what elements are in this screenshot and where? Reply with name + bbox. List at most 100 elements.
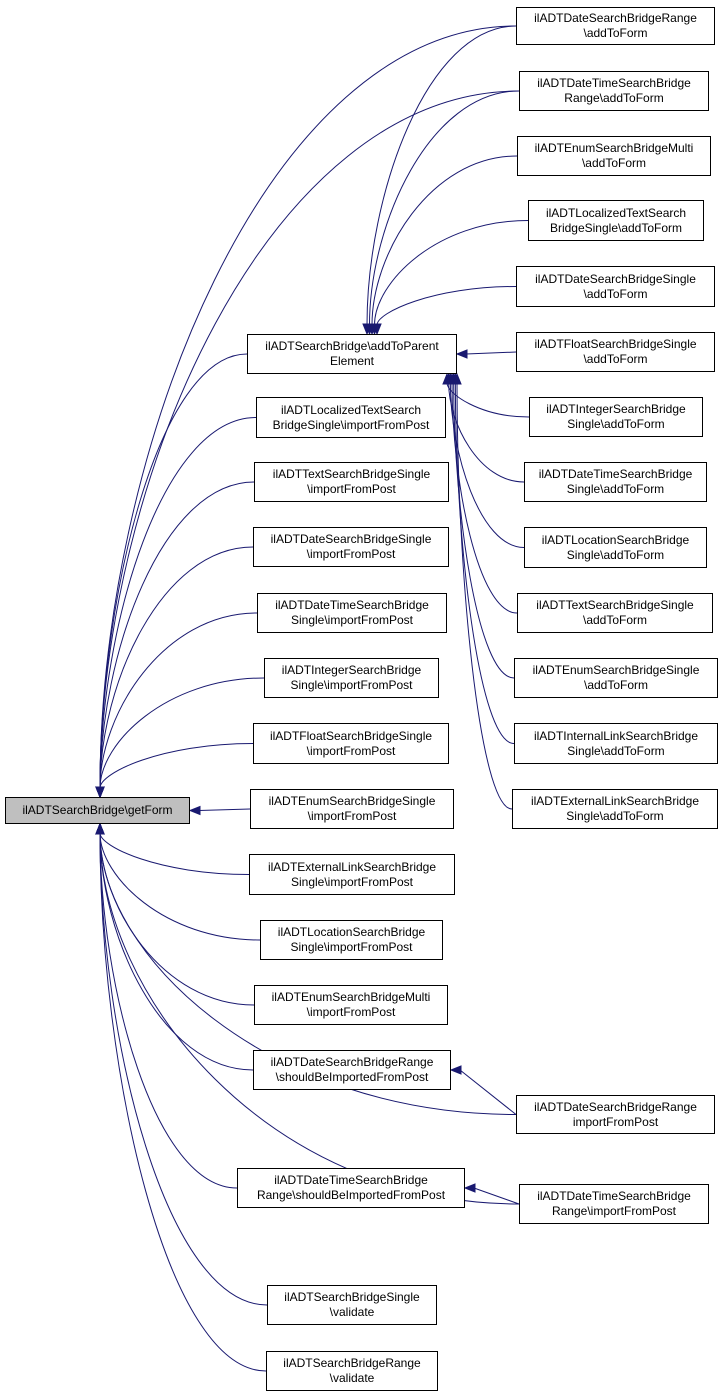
node-label: ilADTDateSearchBridgeRange importFromPos… xyxy=(534,1099,697,1129)
node-label: ilADTIntegerSearchBridge Single\addToFor… xyxy=(546,402,686,431)
node-date-single-addtoform[interactable]: ilADTDateSearchBridgeSingle \addToForm xyxy=(516,266,715,307)
edge-m_locText_import-to-getForm xyxy=(99,417,257,789)
edge-r_locationSingle_add-to-addToParentElement xyxy=(449,382,525,548)
edge-r_intSingle_add-to-addToParentElement xyxy=(446,382,530,418)
arrowhead xyxy=(463,1183,476,1193)
node-float-single-addtoform[interactable]: ilADTFloatSearchBridgeSingle \addToForm xyxy=(516,332,715,372)
edge-r_dateTimeSingle_add-to-addToParentElement xyxy=(448,382,525,483)
edge-r_dateRange_import-to-getForm xyxy=(99,832,517,1115)
edge-addToParentElement-to-getForm xyxy=(99,353,248,789)
node-integer-single-addtoform[interactable]: ilADTIntegerSearchBridge Single\addToFor… xyxy=(529,397,703,437)
edge-m_floatSingle_import-to-getForm xyxy=(99,743,254,789)
node-location-single-addtoform[interactable]: ilADTLocationSearchBridge Single\addToFo… xyxy=(524,527,707,568)
edge-m_locationSingle_import-to-getForm xyxy=(99,832,261,941)
arrowhead xyxy=(372,323,382,336)
edge-r_textSingle_add-to-addToParentElement xyxy=(451,382,518,614)
edge-r_dateSingle_add-to-addToParentElement xyxy=(376,286,517,326)
arrowhead xyxy=(188,805,201,816)
edge-r_floatSingle_add-to-addToParentElement xyxy=(465,351,517,355)
edge-m_intSingle_import-to-getForm xyxy=(99,677,265,789)
node-label: ilADTDateTimeSearchBridge Single\importF… xyxy=(275,598,429,627)
edge-r_locText_add-to-addToParentElement xyxy=(374,220,529,326)
node-addtoparentelement[interactable]: ilADTSearchBridge\addToParent Element xyxy=(247,334,457,374)
edge-m_dateTimeSingle_import-to-getForm xyxy=(99,612,258,789)
edge-r_dateTimeRange_add-to-getForm xyxy=(99,90,520,789)
node-text-single-importfrompost[interactable]: ilADTTextSearchBridgeSingle \importFromP… xyxy=(254,462,449,502)
node-label: ilADTSearchBridgeRange \validate xyxy=(283,1356,421,1385)
node-float-single-importfrompost[interactable]: ilADTFloatSearchBridgeSingle \importFrom… xyxy=(253,723,449,764)
node-enum-single-importfrompost[interactable]: ilADTEnumSearchBridgeSingle \importFromP… xyxy=(250,789,454,829)
node-label: ilADTDateTimeSearchBridge Range\shouldBe… xyxy=(256,1173,446,1202)
arrowhead xyxy=(95,786,105,799)
edge-m_single_validate-to-getForm xyxy=(99,832,268,1306)
node-date-range-addtoform[interactable]: ilADTDateSearchBridgeRange \addToForm xyxy=(516,7,715,45)
node-label: ilADTLocalizedTextSearch BridgeSingle\ad… xyxy=(545,205,687,235)
node-label: ilADTInternalLinkSearchBridge Single\add… xyxy=(533,728,699,758)
edge-m_enumSingle_import-to-getForm xyxy=(198,808,251,811)
arrowhead xyxy=(455,349,468,359)
node-range-validate[interactable]: ilADTSearchBridgeRange \validate xyxy=(266,1351,438,1391)
edge-r_dateTimeRange_add-to-addToParentElement xyxy=(369,90,520,326)
arrowhead xyxy=(95,822,105,835)
node-datetime-range-shouldbeimported[interactable]: ilADTDateTimeSearchBridge Range\shouldBe… xyxy=(237,1168,465,1208)
arrowhead xyxy=(449,1065,462,1075)
node-label: ilADTLocalizedTextSearch BridgeSingle\im… xyxy=(272,402,430,432)
node-label: ilADTEnumSearchBridgeMulti \importFromPo… xyxy=(271,990,431,1019)
node-label: ilADTExternalLinkSearchBridge Single\add… xyxy=(530,794,700,823)
node-internallink-single-addtoform[interactable]: ilADTInternalLinkSearchBridge Single\add… xyxy=(514,723,718,764)
edge-r_enumMulti_add-to-addToParentElement xyxy=(371,155,518,326)
node-date-single-importfrompost[interactable]: ilADTDateSearchBridgeSingle \importFromP… xyxy=(253,527,449,567)
edge-m_dateSingle_import-to-getForm xyxy=(99,546,254,789)
node-label: ilADTEnumSearchBridgeSingle \importFromP… xyxy=(268,794,436,823)
node-label: ilADTSearchBridge\addToParent Element xyxy=(265,339,439,368)
edge-r_enumSingle_add-to-addToParentElement xyxy=(453,382,515,679)
edge-r_internalLink_add-to-addToParentElement xyxy=(454,382,515,744)
arrowhead xyxy=(452,372,462,385)
node-label: ilADTLocationSearchBridge Single\addToFo… xyxy=(541,532,690,562)
node-label: ilADTEnumSearchBridgeSingle \addToForm xyxy=(532,663,700,692)
edge-m_range_validate-to-getForm xyxy=(99,832,267,1372)
node-datetime-range-importfrompost[interactable]: ilADTDateTimeSearchBridge Range\importFr… xyxy=(519,1184,709,1224)
node-enum-multi-addtoform[interactable]: ilADTEnumSearchBridgeMulti \addToForm xyxy=(517,136,711,176)
edge-r_externalLink_add-to-addToParentElement xyxy=(456,382,513,810)
edge-r_dateRange_add-to-addToParentElement xyxy=(366,25,517,326)
node-location-single-importfrompost[interactable]: ilADTLocationSearchBridge Single\importF… xyxy=(260,920,443,960)
node-date-range-shouldbeimported[interactable]: ilADTDateSearchBridgeRange \shouldBeImpo… xyxy=(253,1050,451,1090)
edge-r_dateRange_import-to-m_dateRange_should xyxy=(459,1069,517,1115)
edge-m_enumMulti_import-to-getForm xyxy=(99,832,255,1006)
node-datetime-range-addtoform[interactable]: ilADTDateTimeSearchBridge Range\addToFor… xyxy=(519,71,709,111)
node-label: ilADTDateSearchBridgeSingle \addToForm xyxy=(535,271,696,301)
node-label: ilADTFloatSearchBridgeSingle \addToForm xyxy=(534,337,697,366)
node-enum-single-addtoform[interactable]: ilADTEnumSearchBridgeSingle \addToForm xyxy=(514,658,718,698)
node-localizedtext-importfrompost[interactable]: ilADTLocalizedTextSearch BridgeSingle\im… xyxy=(256,397,446,438)
node-label: ilADTEnumSearchBridgeMulti \addToForm xyxy=(534,141,694,170)
node-integer-single-importfrompost[interactable]: ilADTIntegerSearchBridge Single\importFr… xyxy=(264,658,439,698)
node-label: ilADTDateSearchBridgeRange \shouldBeImpo… xyxy=(270,1055,434,1084)
node-label: ilADTDateTimeSearchBridge Single\addToFo… xyxy=(538,467,693,496)
edge-r_dateRange_add-to-getForm xyxy=(99,25,517,789)
node-label: ilADTDateSearchBridgeSingle \importFromP… xyxy=(270,532,432,561)
node-label: ilADTSearchBridgeSingle \validate xyxy=(284,1290,420,1319)
node-datetime-single-importfrompost[interactable]: ilADTDateTimeSearchBridge Single\importF… xyxy=(257,593,447,633)
node-label: ilADTTextSearchBridgeSingle \importFromP… xyxy=(272,467,431,496)
node-datetime-single-addtoform[interactable]: ilADTDateTimeSearchBridge Single\addToFo… xyxy=(524,462,707,502)
node-label: ilADTDateTimeSearchBridge Range\addToFor… xyxy=(537,76,691,105)
node-localizedtext-addtoform[interactable]: ilADTLocalizedTextSearch BridgeSingle\ad… xyxy=(528,200,704,241)
node-getform: ilADTSearchBridge\getForm xyxy=(5,797,190,824)
edge-m_externalLink_import-to-getForm xyxy=(99,832,250,875)
node-label: ilADTDateTimeSearchBridge Range\importFr… xyxy=(537,1189,691,1218)
node-label: ilADTTextSearchBridgeSingle \addToForm xyxy=(536,598,694,627)
node-externallink-importfrompost[interactable]: ilADTExternalLinkSearchBridge Single\imp… xyxy=(249,854,455,895)
edge-m_textSingle_import-to-getForm xyxy=(99,481,255,789)
node-label: ilADTFloatSearchBridgeSingle \importFrom… xyxy=(269,728,433,758)
node-date-range-importfrompost[interactable]: ilADTDateSearchBridgeRange importFromPos… xyxy=(516,1095,715,1134)
node-enum-multi-importfrompost[interactable]: ilADTEnumSearchBridgeMulti \importFromPo… xyxy=(254,985,448,1025)
node-externallink-single-addtoform[interactable]: ilADTExternalLinkSearchBridge Single\add… xyxy=(512,789,718,829)
node-label: ilADTDateSearchBridgeRange \addToForm xyxy=(534,11,697,40)
node-label: ilADTSearchBridge\getForm xyxy=(22,803,173,817)
node-label: ilADTExternalLinkSearchBridge Single\imp… xyxy=(267,859,437,889)
node-single-validate[interactable]: ilADTSearchBridgeSingle \validate xyxy=(267,1285,437,1325)
node-text-single-addtoform[interactable]: ilADTTextSearchBridgeSingle \addToForm xyxy=(517,593,713,633)
